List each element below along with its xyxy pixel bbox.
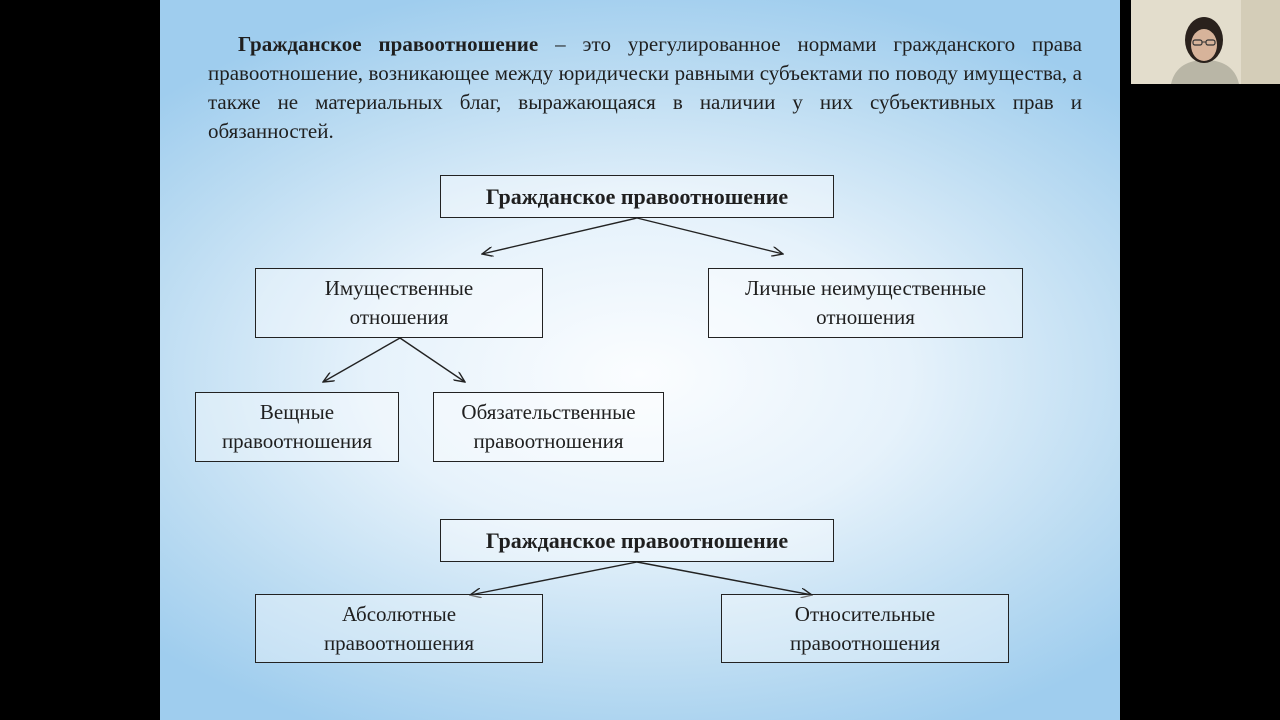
real-rights-box: Вещные правоотношения (195, 392, 399, 462)
arrow-root2-right (637, 562, 812, 595)
arrow-property-right (400, 338, 465, 382)
property-relations-label: Имущественные отношения (296, 274, 502, 332)
property-relations-box: Имущественные отношения (255, 268, 543, 338)
personal-non-property-relations-label: Личные неимущественные отношения (729, 274, 1002, 332)
arrow-root1-left (482, 218, 637, 254)
arrow-root2-left (470, 562, 637, 595)
diagram2-root-label: Гражданское правоотношение (486, 526, 788, 555)
slide: Гражданское правоотношение – это урегули… (160, 0, 1120, 720)
presenter-avatar (1131, 0, 1280, 84)
arrow-property-left (323, 338, 400, 382)
obligation-relations-label: Обязательственные правоотношения (440, 398, 657, 456)
diagram1-root-box: Гражданское правоотношение (440, 175, 834, 218)
real-rights-label: Вещные правоотношения (208, 398, 386, 456)
absolute-relations-label: Абсолютные правоотношения (306, 600, 492, 658)
absolute-relations-box: Абсолютные правоотношения (255, 594, 543, 663)
arrow-root1-right (637, 218, 783, 254)
presenter-webcam (1131, 0, 1280, 84)
obligation-relations-box: Обязательственные правоотношения (433, 392, 664, 462)
relative-relations-box: Относительные правоотношения (721, 594, 1009, 663)
personal-non-property-relations-box: Личные неимущественные отношения (708, 268, 1023, 338)
diagram2-root-box: Гражданское правоотношение (440, 519, 834, 562)
relative-relations-label: Относительные правоотношения (772, 600, 958, 658)
diagram1-root-label: Гражданское правоотношение (486, 182, 788, 211)
